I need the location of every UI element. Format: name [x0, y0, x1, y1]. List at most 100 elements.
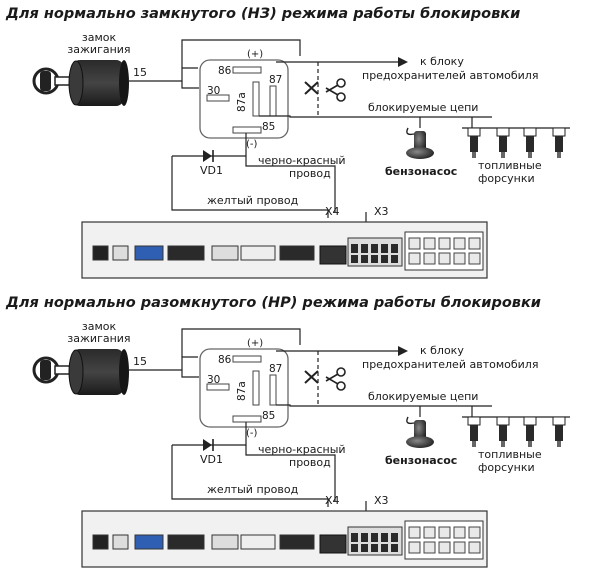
x3-pin — [361, 244, 368, 253]
relay-body — [199, 59, 289, 139]
injector-body — [555, 425, 563, 441]
injector-cap — [467, 416, 481, 426]
section-title: Для нормально разомкнутого (НР) режима р… — [5, 295, 541, 311]
large-connector-pin — [468, 237, 481, 250]
ignition-label-line-2: зажигания — [67, 43, 130, 56]
connector-x3-label: X3 — [374, 205, 389, 218]
relay-pin-87a-blade — [252, 81, 260, 117]
connector-x4-label: X4 — [325, 494, 340, 507]
large-connector-pin — [453, 526, 466, 539]
relay-plus-label: (+) — [247, 338, 263, 349]
black-red-wire — [245, 445, 336, 501]
pump-body — [414, 131, 426, 151]
relay-pin-87a-label: 87a — [236, 381, 248, 401]
injector-body — [526, 136, 534, 152]
ignition-key-icon — [32, 349, 129, 395]
large-connector-pin — [438, 237, 451, 250]
yellow-wire-label: желтый провод — [207, 483, 299, 496]
injector-body — [499, 425, 507, 441]
cut-cross — [304, 81, 319, 95]
x3-pin — [371, 533, 378, 542]
black-red-label-line-1: черно-красный — [258, 443, 346, 456]
ignition-feed-wire — [181, 39, 301, 68]
large-connector-pin — [468, 541, 481, 554]
injector-nozzle — [528, 441, 532, 447]
connector-block-1 — [92, 534, 109, 550]
connector-block-5 — [211, 534, 239, 550]
large-connector-pin — [453, 541, 466, 554]
connector-x4 — [319, 534, 347, 554]
diode-label: VD1 — [200, 164, 223, 177]
fuel-injector-2 — [496, 416, 510, 447]
black-red-label-line-2: провод — [289, 167, 331, 180]
large-connector-pin — [423, 252, 436, 265]
large-connector-pin — [453, 252, 466, 265]
injector-body — [555, 136, 563, 152]
large-connector-pin — [423, 541, 436, 554]
injectors-label-line-2: форсунки — [478, 461, 535, 474]
large-connector-pin — [408, 252, 421, 265]
diode-wire — [172, 133, 247, 157]
fuel-injector-2 — [496, 127, 510, 158]
injector-body — [499, 136, 507, 152]
relay-pin-30-blade — [206, 94, 230, 102]
relay-minus-label: (-) — [246, 428, 258, 439]
connector-block-2 — [112, 245, 129, 261]
relay-pin-87a-label: 87a — [236, 92, 248, 112]
injector-cap — [467, 127, 481, 137]
relay-body — [199, 348, 289, 428]
section-normally-closed: Для нормально замкнутого (НЗ) режима раб… — [5, 6, 570, 279]
relay-pin-85-blade — [232, 126, 262, 134]
relay-plus-label: (+) — [247, 49, 263, 60]
relay-pin-85-label: 85 — [262, 121, 275, 133]
wire-15 — [129, 356, 198, 371]
black-red-label-line-1: черно-красный — [258, 154, 346, 167]
diode-icon — [203, 150, 214, 162]
relay-pin-87-label: 87 — [269, 74, 282, 86]
key-bow — [40, 71, 51, 91]
relay-pin-87-label: 87 — [269, 363, 282, 375]
x3-pin — [391, 544, 398, 552]
relay-pin-30-blade — [206, 383, 230, 391]
blocked-circuit-wire — [259, 115, 492, 118]
scissors-ring-top — [336, 78, 346, 88]
fuel-pump-icon — [406, 127, 434, 159]
diode-triangle — [203, 439, 212, 451]
x3-pin — [381, 244, 388, 253]
yellow-wire — [171, 445, 329, 507]
injectors-label-line-1: топливные — [478, 159, 542, 172]
injectors-label-line-2: форсунки — [478, 172, 535, 185]
large-connector-pin — [468, 252, 481, 265]
lock-back — [119, 60, 129, 106]
x3-pin — [371, 244, 378, 253]
diode-triangle — [203, 150, 212, 162]
lock-face — [68, 349, 84, 395]
relay-minus-label: (-) — [246, 139, 258, 150]
section-title: Для нормально замкнутого (НЗ) режима раб… — [5, 6, 520, 22]
yellow-wire — [171, 156, 329, 218]
x3-pin — [381, 544, 388, 552]
connector-block-1 — [92, 245, 109, 261]
connector-block-4 — [167, 245, 205, 261]
x3-pin — [351, 244, 358, 253]
yellow-wire-label: желтый провод — [207, 194, 299, 207]
pump-body — [414, 420, 426, 440]
connector-block-7 — [279, 245, 315, 261]
wire-15-label: 15 — [133, 355, 147, 368]
fuel-pump-icon — [406, 416, 434, 448]
fuse-label-line-2: предохранителей автомобиля — [362, 69, 538, 82]
ignition-key-icon — [32, 60, 129, 106]
injector-cap — [496, 416, 510, 426]
connector-x3-label: X3 — [374, 494, 389, 507]
blocked-circuits-label: блокируемые цепи — [368, 390, 478, 403]
connector-x4-label: X4 — [325, 205, 340, 218]
large-connector-pin — [408, 237, 421, 250]
ignition-feed-wire — [181, 328, 301, 357]
ignition-label-line-1: замок — [82, 320, 117, 333]
injector-cap — [552, 416, 566, 426]
black-red-label-line-2: провод — [289, 456, 331, 469]
injector-nozzle — [501, 152, 505, 158]
ignition-label-line-2: зажигания — [67, 332, 130, 345]
